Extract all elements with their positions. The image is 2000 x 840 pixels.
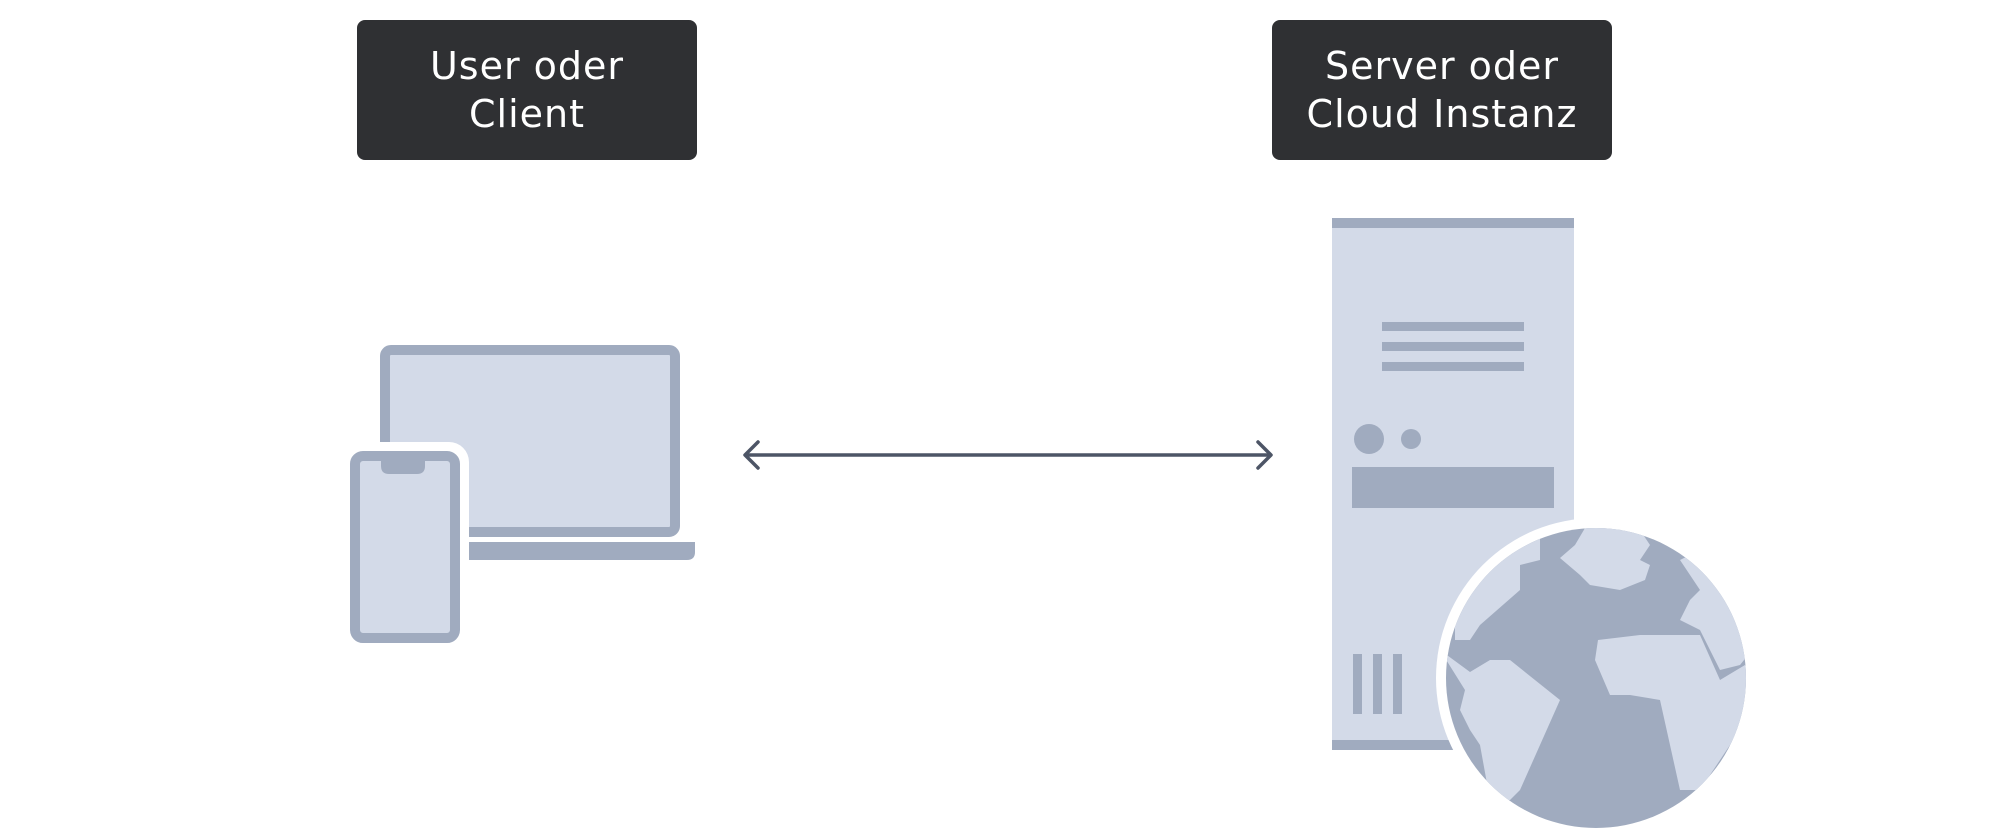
server-status-light [1401, 429, 1421, 449]
server-drive-bay [1352, 467, 1554, 508]
smartphone-notch [381, 456, 425, 474]
client-label-line2: Client [468, 92, 585, 136]
globe-land [1560, 528, 1650, 590]
bidirectional-arrow [743, 440, 1273, 470]
smartphone-body [350, 451, 460, 643]
server-vent-line [1382, 342, 1524, 351]
server-label-line1: Server oder [1324, 44, 1560, 88]
server-top-band [1332, 218, 1574, 228]
server-slot [1393, 654, 1402, 714]
arrow-head-right [1256, 440, 1273, 470]
server-vent-line [1382, 362, 1524, 371]
client-label-box: User oder Client [357, 20, 697, 160]
server-power-button [1354, 424, 1384, 454]
globe-land [1595, 635, 1746, 790]
server-vent-line [1382, 322, 1524, 331]
globe-land [1446, 650, 1560, 800]
arrow-head-left [743, 440, 760, 470]
globe-land [1446, 528, 1540, 640]
client-label-line1: User oder [429, 44, 625, 88]
server-slot [1353, 654, 1362, 714]
server-slot [1373, 654, 1382, 714]
server-label-box: Server oder Cloud Instanz [1272, 20, 1612, 160]
server-label-line2: Cloud Instanz [1306, 92, 1578, 136]
globe-icon [1446, 528, 1746, 828]
smartphone-icon [350, 451, 460, 643]
